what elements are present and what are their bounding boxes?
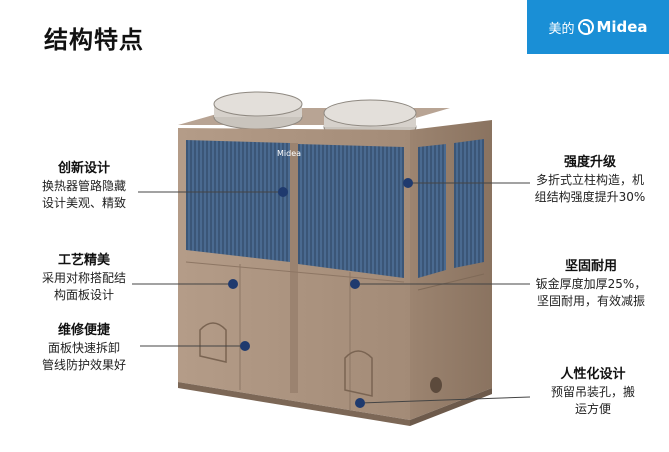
feature-desc-line: 换热器管路隐藏 — [41, 179, 126, 193]
feature-desc-line: 面板快速拆卸 — [47, 341, 120, 355]
callout-dot — [403, 178, 413, 188]
brand-en: Midea — [596, 18, 648, 36]
center-column — [290, 143, 298, 393]
callout-dot — [355, 398, 365, 408]
feature-desc-line: 多折式立柱构造，机 — [535, 173, 644, 187]
feature-title: 人性化设计 — [560, 367, 626, 382]
feature-desc-line: 运方便 — [574, 402, 611, 416]
feature-craftsmanship: 工艺精美 采用对称搭配结 构面板设计 — [28, 252, 140, 304]
feature-durability: 坚固耐用 钣金厚度加厚25%， 坚固耐用，有效减振 — [520, 258, 662, 310]
midea-logo: 美的 Midea — [527, 0, 669, 54]
callout-dot — [240, 341, 250, 351]
fan-left — [213, 91, 303, 130]
feature-desc-line: 构面板设计 — [53, 288, 114, 302]
coil-left — [186, 140, 290, 262]
coil-right — [298, 144, 404, 278]
feature-desc-line: 设计美观、精致 — [41, 196, 126, 210]
callout-dot — [350, 279, 360, 289]
feature-title: 工艺精美 — [57, 253, 110, 268]
feature-innovative-design: 创新设计 换热器管路隐藏 设计美观、精致 — [28, 160, 140, 212]
callout-lines — [132, 182, 531, 404]
coil-side-right — [454, 139, 484, 268]
feature-desc-line: 采用对称搭配结 — [41, 271, 126, 285]
callout-dot — [228, 279, 238, 289]
callout-dot — [278, 187, 288, 197]
feature-user-friendly-design: 人性化设计 预留吊装孔，搬 运方便 — [528, 366, 658, 418]
midea-logo-icon — [578, 19, 595, 35]
access-door-right — [344, 350, 373, 397]
feature-desc-line: 组结构强度提升30% — [534, 190, 646, 204]
feature-strength-upgrade: 强度升级 多折式立柱构造，机 组结构强度提升30% — [520, 154, 660, 206]
feature-desc-line: 钣金厚度加厚25%， — [535, 277, 647, 291]
coil-side-left — [418, 144, 446, 278]
page-title: 结构特点 — [44, 26, 144, 54]
brand-cn: 美的 — [548, 21, 575, 37]
feature-desc-line: 坚固耐用，有效减振 — [536, 294, 645, 308]
access-door-left — [199, 322, 227, 363]
feature-title: 创新设计 — [57, 161, 110, 176]
feature-title: 维修便捷 — [57, 323, 110, 338]
unit-logo: Midea — [277, 149, 301, 158]
feature-desc-line: 管线防护效果好 — [41, 358, 126, 372]
lifting-hole — [430, 377, 442, 393]
feature-desc-line: 预留吊装孔，搬 — [550, 385, 635, 399]
feature-easy-maintenance: 维修便捷 面板快速拆卸 管线防护效果好 — [28, 322, 140, 374]
feature-title: 强度升级 — [563, 155, 616, 170]
feature-title: 坚固耐用 — [564, 259, 617, 274]
